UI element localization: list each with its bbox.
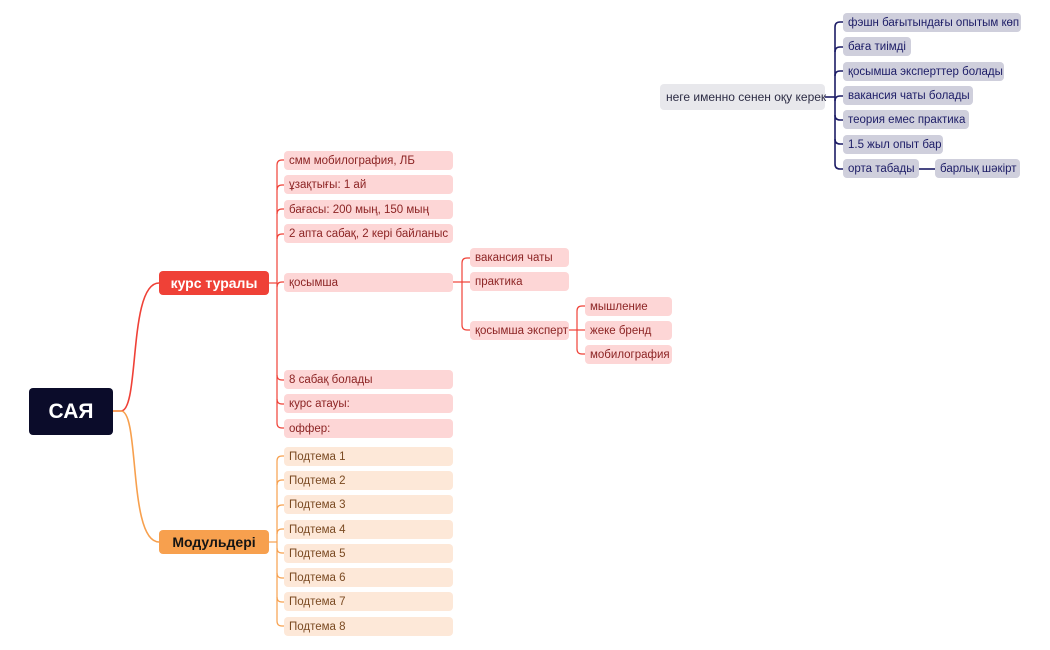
why-item-vacancy-chat[interactable]: вакансия чаты болады	[843, 86, 973, 105]
module-item-7[interactable]: Подтема 7	[284, 592, 453, 611]
connector	[276, 572, 284, 579]
why-subitem-all-students[interactable]: барлық шәкірт	[935, 159, 1020, 178]
expert-mobilography[interactable]: мобилография	[585, 345, 672, 364]
connector	[276, 208, 284, 215]
expert-thinking[interactable]: мышление	[585, 297, 672, 316]
module-item-1[interactable]: Подтема 1	[284, 447, 453, 466]
connector	[276, 159, 284, 166]
kurs-item-lessons-feedback[interactable]: 2 апта сабақ, 2 кері байланыс	[284, 224, 453, 243]
connector	[276, 422, 284, 429]
kurs-item-smm[interactable]: смм мобилография, ЛБ	[284, 151, 453, 170]
branch-modulderi[interactable]: Модульдері	[159, 530, 269, 554]
connector	[276, 233, 284, 240]
module-item-8[interactable]: Подтема 8	[284, 617, 453, 636]
connector	[276, 596, 284, 603]
connector	[276, 455, 284, 462]
connector	[576, 305, 585, 312]
connector	[461, 257, 470, 264]
expert-personal-brand[interactable]: жеке бренд	[585, 321, 672, 340]
module-item-6[interactable]: Подтема 6	[284, 568, 453, 587]
connector	[276, 528, 284, 535]
kurs-item-duration[interactable]: ұзақтығы: 1 ай	[284, 175, 453, 194]
why-item-experience-years[interactable]: 1.5 жыл опыт бар	[843, 135, 943, 154]
connector	[461, 324, 470, 331]
module-item-5[interactable]: Подтема 5	[284, 544, 453, 563]
why-topic[interactable]: неге именно сенен оқу керек	[660, 84, 826, 110]
branch-kurs-turaly[interactable]: курс туралы	[159, 271, 269, 295]
kurs-item-course-name[interactable]: курс атауы:	[284, 394, 453, 413]
connector	[576, 348, 585, 355]
why-item-good-price[interactable]: баға тиімді	[843, 37, 911, 56]
why-item-practice[interactable]: теория емес практика	[843, 110, 969, 129]
kurs-item-price[interactable]: бағасы: 200 мың, 150 мың	[284, 200, 453, 219]
connector	[276, 620, 284, 627]
qosymsha-expert[interactable]: қосымша эксперт	[470, 321, 569, 340]
connector	[276, 547, 284, 554]
connector	[276, 184, 284, 191]
kurs-item-qosymsha[interactable]: қосымша	[284, 273, 453, 292]
connector	[276, 504, 284, 511]
why-item-extra-experts[interactable]: қосымша эксперттер болады	[843, 62, 1004, 81]
module-item-4[interactable]: Подтема 4	[284, 520, 453, 539]
kurs-item-offer[interactable]: оффер:	[284, 419, 453, 438]
connector	[276, 479, 284, 486]
connector	[276, 374, 284, 381]
why-item-fashion-experience[interactable]: фэшн бағытындағы опытым көп	[843, 13, 1021, 32]
connector	[834, 95, 843, 102]
connector	[834, 114, 843, 121]
why-item-environment[interactable]: орта табады	[843, 159, 919, 178]
kurs-item-8-lessons[interactable]: 8 сабақ болады	[284, 370, 453, 389]
qosymsha-vacancy-chat[interactable]: вакансия чаты	[470, 248, 569, 267]
connector	[834, 46, 843, 53]
qosymsha-practice[interactable]: практика	[470, 272, 569, 291]
connector	[834, 138, 843, 145]
connector	[113, 282, 160, 412]
module-item-2[interactable]: Подтема 2	[284, 471, 453, 490]
connector	[834, 70, 843, 77]
connector	[276, 281, 284, 288]
connector	[834, 163, 843, 170]
module-item-3[interactable]: Подтема 3	[284, 495, 453, 514]
connector	[276, 398, 284, 405]
connector	[834, 21, 843, 28]
connector	[113, 410, 160, 543]
root-node[interactable]: САЯ	[29, 388, 113, 435]
